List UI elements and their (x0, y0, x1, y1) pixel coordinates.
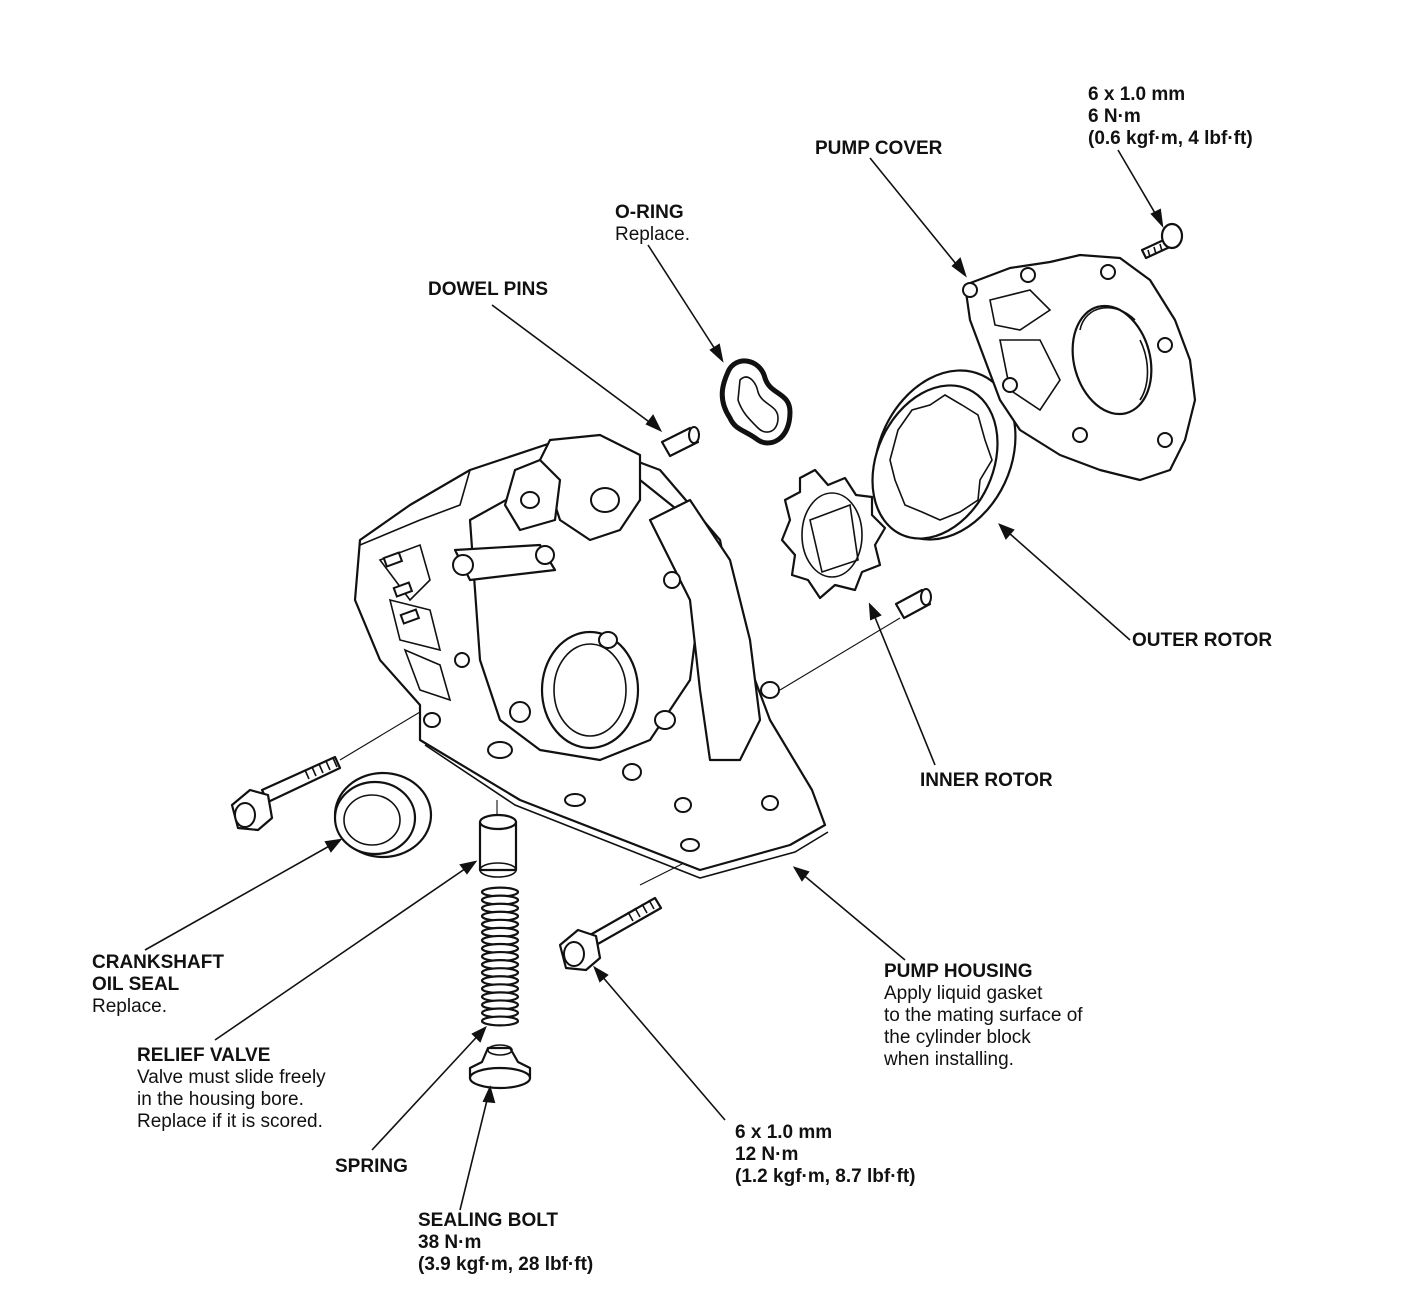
pump-housing-note-1: Apply liquid gasket (884, 983, 1043, 1004)
relief-valve-part (478, 813, 518, 878)
top-bolt-torque-alt: (0.6 kgf·m, 4 lbf·ft) (1088, 128, 1253, 149)
bottom-bolt-torque-alt: (1.2 kgf·m, 8.7 lbf·ft) (735, 1166, 916, 1187)
o-ring-label: O-RING Replace. (615, 202, 690, 246)
relief-valve-note-2: in the housing bore. (137, 1089, 304, 1110)
crankshaft-oil-seal-title-1: CRANKSHAFT (92, 952, 224, 973)
outer-rotor-title: OUTER ROTOR (1132, 630, 1273, 651)
crankshaft-oil-seal-title-2: OIL SEAL (92, 974, 180, 995)
sealing-bolt-torque: 38 N·m (418, 1232, 482, 1253)
relief-valve-note-1: Valve must slide freely (137, 1067, 326, 1088)
bottom-bolt-spec-label: 6 x 1.0 mm 12 N·m (1.2 kgf·m, 8.7 lbf·ft… (735, 1122, 916, 1188)
dowel-pin-upper (660, 426, 700, 458)
crankshaft-oil-seal-label: CRANKSHAFT OIL SEAL Replace. (92, 952, 224, 1018)
spring-coil (480, 1015, 520, 1027)
dowel-pins-title: DOWEL PINS (428, 279, 548, 300)
pump-housing-note-4: when installing. (884, 1049, 1014, 1070)
relief-valve-label: RELIEF VALVE Valve must slide freely in … (137, 1045, 326, 1133)
sealing-bolt-title: SEALING BOLT (418, 1210, 559, 1231)
bottom-bolt-size: 6 x 1.0 mm (735, 1122, 833, 1143)
dowel-pin-lower (894, 588, 932, 620)
pump-cover-title: PUMP COVER (815, 138, 943, 159)
sealing-bolt-part (468, 1044, 532, 1090)
cover-bolt-part (1140, 222, 1184, 260)
top-bolt-torque: 6 N·m (1088, 106, 1141, 127)
relief-valve-title: RELIEF VALVE (137, 1045, 271, 1066)
outer-rotor-label: OUTER ROTOR (1132, 630, 1272, 652)
pump-housing-part (353, 433, 829, 879)
top-bolt-spec-label: 6 x 1.0 mm 6 N·m (0.6 kgf·m, 4 lbf·ft) (1088, 84, 1253, 150)
o-ring-note: Replace. (615, 224, 690, 245)
inner-rotor-title: INNER ROTOR (920, 770, 1053, 791)
sealing-bolt-label: SEALING BOLT 38 N·m (3.9 kgf·m, 28 lbf·f… (418, 1210, 593, 1276)
spring-part (480, 886, 520, 1027)
inner-rotor-part (780, 468, 887, 600)
pump-cover-label: PUMP COVER (815, 138, 942, 160)
spring-label: SPRING (335, 1156, 408, 1178)
pump-housing-note-2: to the mating surface of (884, 1005, 1083, 1026)
crankshaft-oil-seal-part (333, 771, 433, 859)
o-ring-title: O-RING (615, 202, 684, 223)
spring-title: SPRING (335, 1156, 408, 1177)
bottom-bolt-torque: 12 N·m (735, 1144, 799, 1165)
pump-housing-note-3: the cylinder block (884, 1027, 1031, 1048)
relief-valve-note-3: Replace if it is scored. (137, 1111, 323, 1132)
dowel-pins-label: DOWEL PINS (428, 279, 548, 301)
inner-rotor-label: INNER ROTOR (920, 770, 1053, 792)
o-ring-part (719, 358, 793, 446)
sealing-bolt-torque-alt: (3.9 kgf·m, 28 lbf·ft) (418, 1254, 594, 1275)
housing-bolt-left-part (230, 755, 342, 832)
top-bolt-size: 6 x 1.0 mm (1088, 84, 1186, 105)
outer-rotor-part (871, 369, 1017, 541)
pump-cover-part (962, 253, 1197, 482)
crankshaft-oil-seal-note: Replace. (92, 996, 167, 1017)
leader-lines (144, 149, 1164, 1211)
pump-housing-label: PUMP HOUSING Apply liquid gasket to the … (884, 961, 1083, 1071)
housing-bolt-bottom-part (558, 896, 663, 972)
pump-housing-title: PUMP HOUSING (884, 961, 1033, 982)
